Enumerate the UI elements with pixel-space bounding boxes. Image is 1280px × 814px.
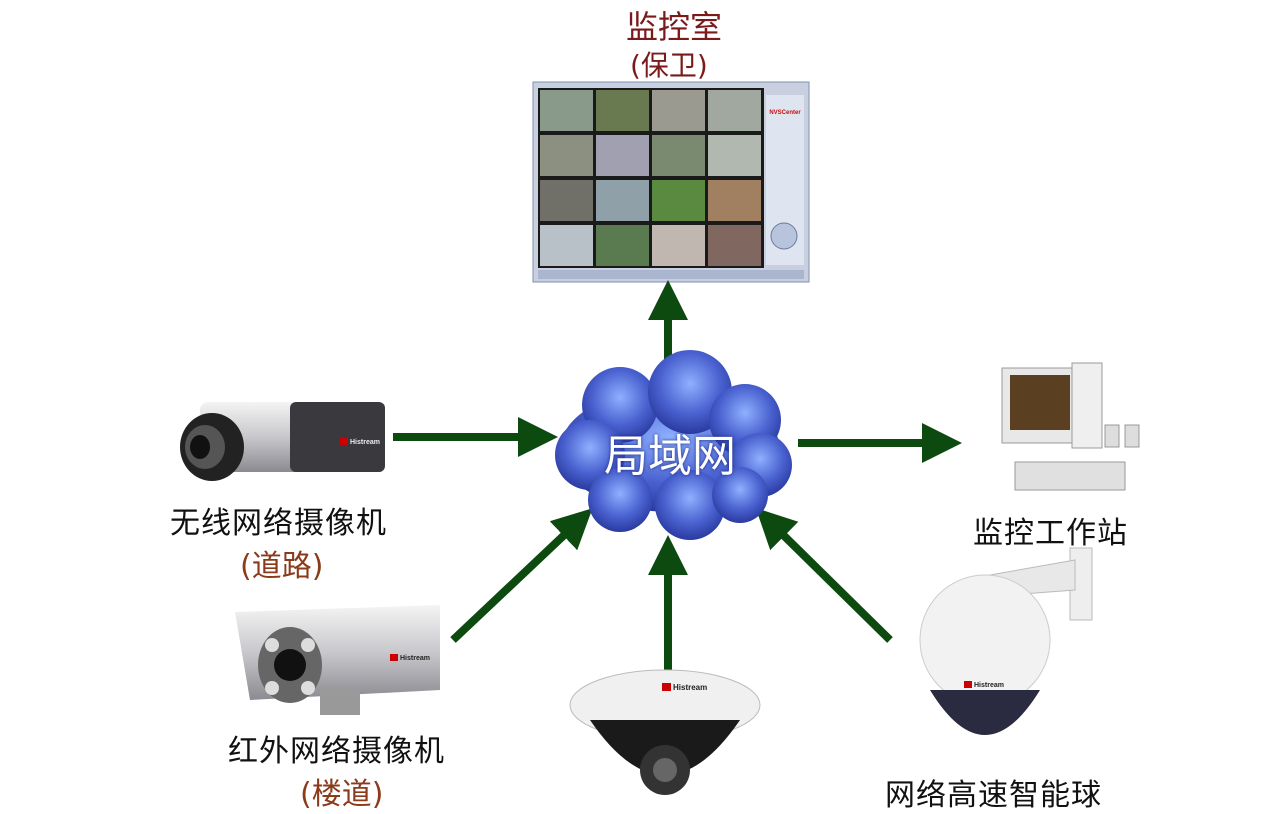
wireless-camera-label: 无线网络摄像机 (170, 506, 387, 541)
camera-feed-tile (652, 225, 705, 266)
ir-camera-note: (楼道) (300, 777, 384, 812)
camera-feed-tile (596, 180, 649, 221)
arrow-from-ir-camera (450, 508, 593, 643)
camera-feed-tile (708, 225, 761, 266)
ir-camera-brand: Histream (400, 655, 430, 662)
camera-feed-tile (596, 135, 649, 176)
monitor-room-subtitle: (保卫) (630, 49, 708, 82)
camera-feed-tile (708, 180, 761, 221)
dome-camera-brand: Histream (673, 683, 707, 692)
arrows (393, 280, 962, 672)
camera-feed-tile (652, 135, 705, 176)
speed-dome-brand: Histream (974, 682, 1004, 689)
box-camera-brand: Histream (350, 439, 380, 446)
camera-feed-tile (652, 180, 705, 221)
ir-camera-label: 红外网络摄像机 (228, 734, 445, 769)
camera-feed-tile (708, 90, 761, 131)
camera-feed-tile (596, 90, 649, 131)
camera-feed-tile (540, 90, 593, 131)
speed-dome-camera: Histream (919, 547, 1093, 735)
lan-label: 局域网 (604, 431, 736, 482)
box-camera: Histream (180, 402, 385, 481)
speed-dome-label: 网络高速智能球 (885, 778, 1102, 813)
camera-feed-tile (540, 135, 593, 176)
camera-feed-tile (708, 135, 761, 176)
camera-feed-tile (540, 180, 593, 221)
arrow-from-speed-dome (755, 507, 893, 643)
camera-feed-tile (652, 90, 705, 131)
camera-feed-tile (596, 225, 649, 266)
dome-camera: Histream (569, 669, 761, 795)
ir-bullet-camera: Histream (235, 605, 440, 715)
wireless-camera-note: (道路) (240, 549, 324, 584)
monitor-screen: NVSCenter (532, 81, 810, 283)
monitor-room-title: 监控室 (626, 8, 723, 46)
workstation-pc (1001, 362, 1140, 491)
lan-cloud (555, 350, 792, 540)
camera-feed-tile (540, 225, 593, 266)
screen-brand-logo: NVSCenter (769, 110, 801, 116)
workstation-label: 监控工作站 (973, 516, 1128, 551)
